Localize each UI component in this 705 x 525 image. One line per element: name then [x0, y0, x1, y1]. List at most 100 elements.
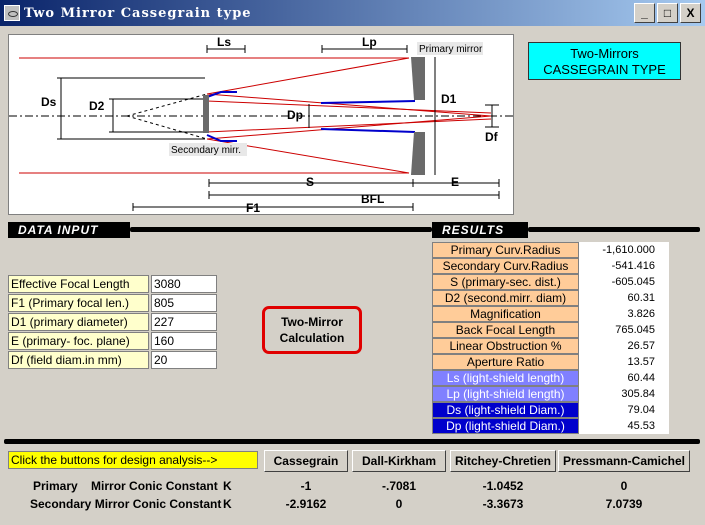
result-value: 79.04 — [579, 402, 669, 418]
ray-bottom-focus — [206, 115, 492, 140]
result-row: Lp (light-shield length)305.84 — [432, 386, 669, 402]
conic-constant-value: -.7081 — [381, 479, 417, 493]
d2-label: D2 — [89, 99, 105, 113]
telescope-type-title: Two-Mirrors CASSEGRAIN TYPE — [528, 42, 681, 80]
result-value: -605.045 — [579, 274, 669, 290]
result-label: Dp (light-shield Diam.) — [432, 418, 579, 434]
f1-label: F1 — [246, 201, 260, 215]
conic-k-symbol: K — [223, 479, 232, 493]
conic-row-label: Primary Mirror Conic Constant — [33, 479, 218, 493]
secondary-mirror-label-bg — [169, 143, 247, 156]
optical-diagram: Ls Lp Ds D2 Dp D1 Df S E BFL F1 Primary … — [8, 34, 515, 215]
two-mirror-calculation-button[interactable]: Two-Mirror Calculation — [262, 306, 362, 354]
result-value: 45.53 — [579, 418, 669, 434]
result-label: Secondary Curv.Radius — [432, 258, 579, 274]
result-row: Secondary Curv.Radius-541.416 — [432, 258, 669, 274]
ls-shield-top — [206, 91, 237, 98]
e-label: E — [451, 175, 459, 189]
bfl-label: BFL — [361, 192, 384, 206]
lp-label: Lp — [362, 35, 377, 49]
secondary-mirror-label: Secondary mirr. — [171, 145, 241, 156]
input-field[interactable]: 20 — [151, 351, 217, 369]
title-line-2: CASSEGRAIN TYPE — [543, 62, 666, 77]
result-value: 26.57 — [579, 338, 669, 354]
result-value: 60.31 — [579, 290, 669, 306]
section-divider-right — [528, 227, 700, 232]
result-label: Primary Curv.Radius — [432, 242, 579, 258]
ritchey-chretien-button[interactable]: Ritchey-Chretien — [450, 450, 556, 472]
ray-inner-top — [206, 100, 492, 114]
data-input-heading: DATA INPUT — [8, 222, 130, 238]
input-label: E (primary- foc. plane) — [8, 332, 149, 350]
ray-inner-bottom — [206, 118, 492, 133]
minimize-button[interactable]: _ — [634, 3, 655, 23]
result-label: S (primary-sec. dist.) — [432, 274, 579, 290]
result-label: Magnification — [432, 306, 579, 322]
result-value: -541.416 — [579, 258, 669, 274]
result-value: -1,610.000 — [579, 242, 669, 258]
calc-button-line-2: Calculation — [279, 331, 345, 345]
input-label: Df (field diam.in mm) — [8, 351, 149, 369]
lp-shield-bottom — [320, 128, 416, 133]
result-row: Ls (light-shield length)60.44 — [432, 370, 669, 386]
secondary-cone-bottom — [126, 115, 208, 140]
conic-row-label: Secondary Mirror Conic Constant — [30, 497, 222, 511]
input-field[interactable]: 160 — [151, 332, 217, 350]
ls-shield-bottom — [206, 134, 237, 142]
input-label: F1 (Primary focal len.) — [8, 294, 149, 312]
window-title: Two Mirror Cassegrain type — [24, 5, 252, 21]
input-field[interactable]: 805 — [151, 294, 217, 312]
close-button[interactable]: X — [680, 3, 701, 23]
d1-label: D1 — [441, 92, 457, 106]
s-label: S — [306, 175, 314, 189]
conic-constant-value: 0 — [620, 479, 628, 493]
dp-label: Dp — [287, 108, 303, 122]
design-analysis-prompt: Click the buttons for design analysis--> — [8, 451, 258, 469]
result-label: Linear Obstruction % — [432, 338, 579, 354]
pressmann-camichel-button[interactable]: Pressmann-Camichel — [558, 450, 690, 472]
input-label: Effective Focal Length — [8, 275, 149, 293]
conic-constant-value: -2.9162 — [285, 497, 327, 511]
result-label: Back Focal Length — [432, 322, 579, 338]
title-line-1: Two-Mirrors — [570, 46, 639, 61]
input-row: Df (field diam.in mm)20 — [8, 351, 217, 369]
conic-constant-value: -3.3673 — [482, 497, 524, 511]
section-divider — [130, 227, 432, 232]
result-value: 60.44 — [579, 370, 669, 386]
conic-constant-value: -1.0452 — [482, 479, 524, 493]
primary-mirror-bottom — [411, 132, 425, 175]
ls-label: Ls — [217, 35, 231, 49]
result-row: D2 (second.mirr. diam)60.31 — [432, 290, 669, 306]
input-field[interactable]: 227 — [151, 313, 217, 331]
maximize-button[interactable]: □ — [657, 3, 678, 23]
app-icon — [4, 5, 20, 21]
result-row: S (primary-sec. dist.)-605.045 — [432, 274, 669, 290]
diagram-svg: Ls Lp Ds D2 Dp D1 Df S E BFL F1 Primary … — [9, 35, 515, 215]
result-label: Lp (light-shield length) — [432, 386, 579, 402]
dall-kirkham-button[interactable]: Dall-Kirkham — [352, 450, 446, 472]
result-row: Primary Curv.Radius-1,610.000 — [432, 242, 669, 258]
primary-mirror-top — [411, 57, 425, 100]
input-field[interactable]: 3080 — [151, 275, 217, 293]
primary-mirror-label-bg — [417, 42, 483, 55]
cassegrain-button[interactable]: Cassegrain — [264, 450, 348, 472]
result-value: 13.57 — [579, 354, 669, 370]
ray-top-focus — [206, 93, 492, 117]
result-value: 765.045 — [579, 322, 669, 338]
input-row: D1 (primary diameter)227 — [8, 313, 217, 331]
calc-button-line-1: Two-Mirror — [281, 315, 343, 329]
result-row: Linear Obstruction %26.57 — [432, 338, 669, 354]
ray-top-reflect — [206, 57, 410, 95]
conic-constant-value: 7.0739 — [605, 497, 643, 511]
input-label: D1 (primary diameter) — [8, 313, 149, 331]
df-label: Df — [485, 130, 499, 144]
result-label: D2 (second.mirr. diam) — [432, 290, 579, 306]
results-heading: RESULTS — [432, 222, 528, 238]
result-label: Aperture Ratio — [432, 354, 579, 370]
primary-mirror-label: Primary mirror — [419, 44, 483, 55]
secondary-cone-top — [126, 93, 208, 117]
